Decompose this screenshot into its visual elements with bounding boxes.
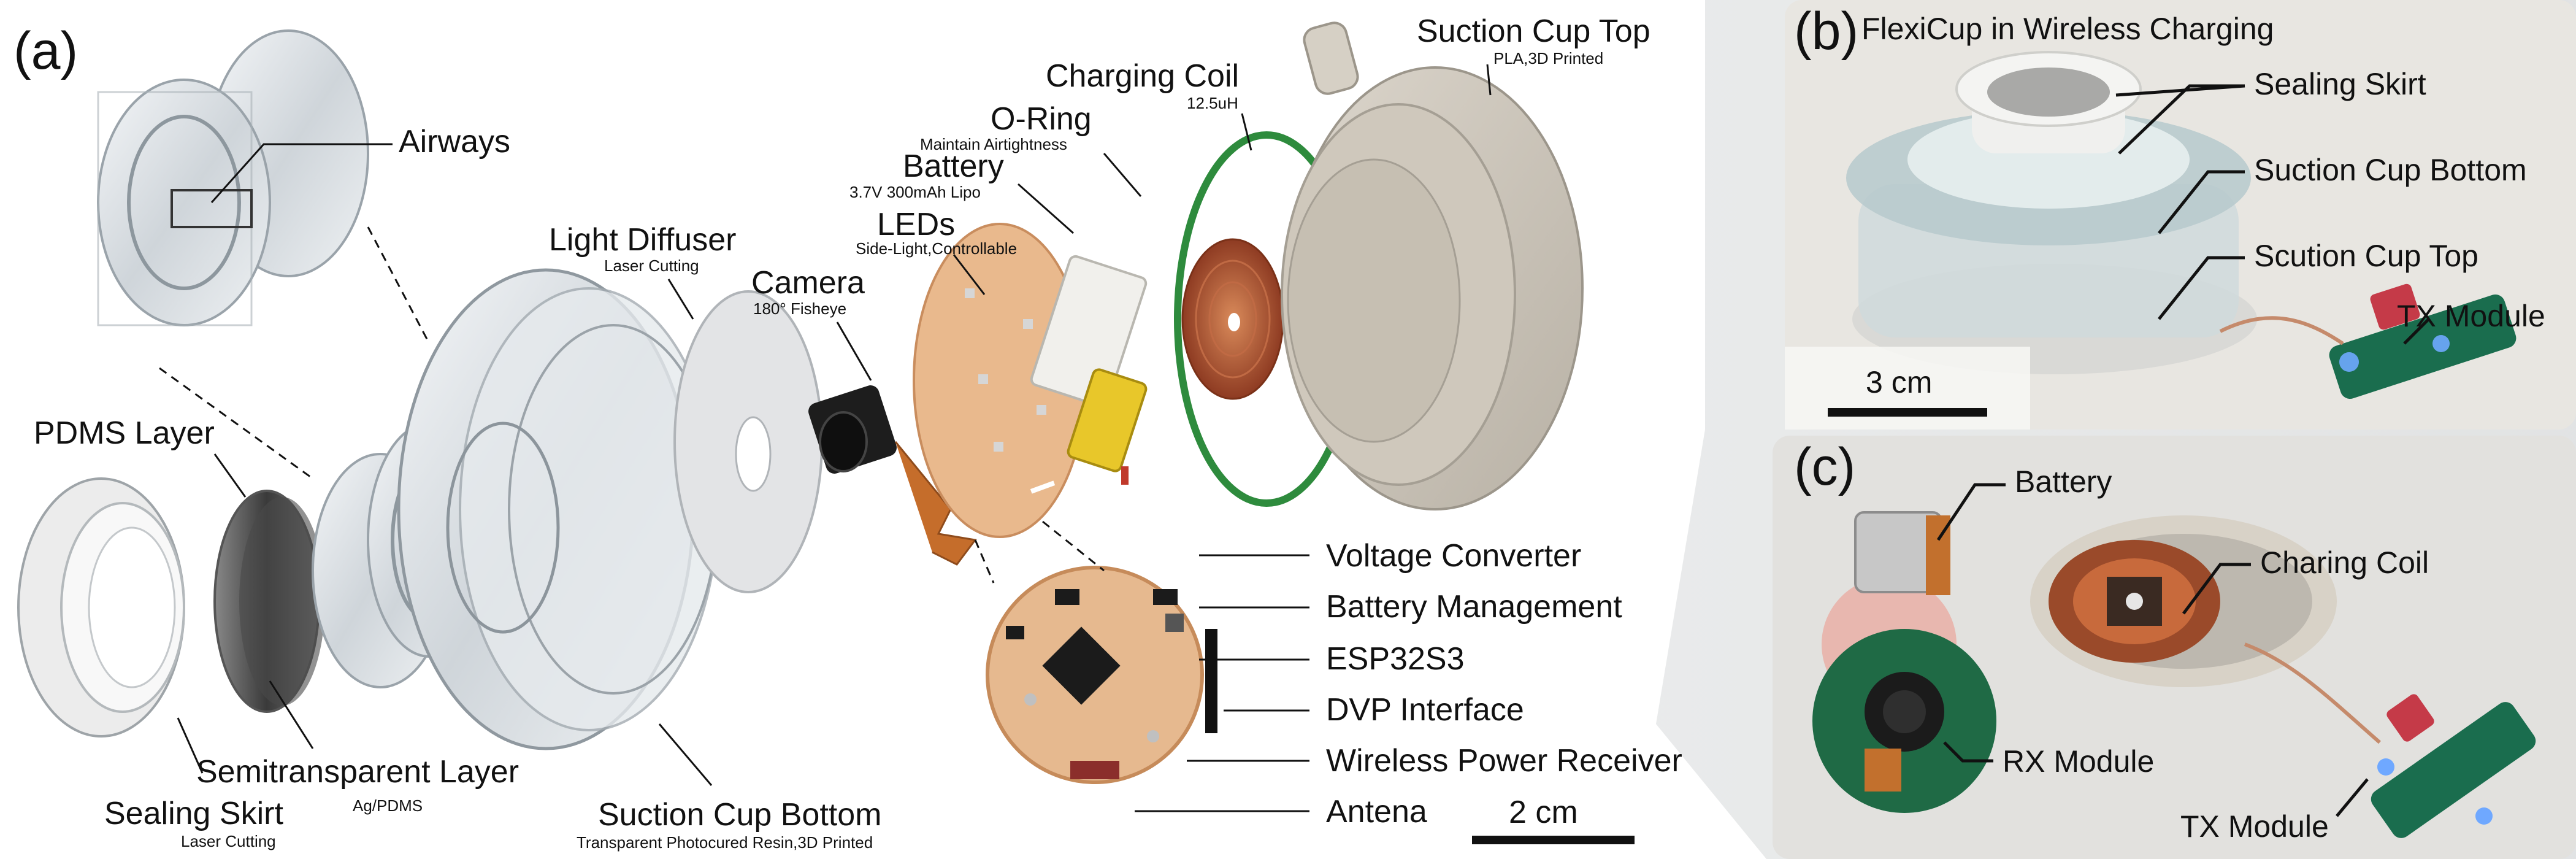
panel-letter-b: (b) — [1794, 2, 1859, 61]
label-c-tx-module: TX Module — [2180, 809, 2329, 844]
label-b-title: FlexiCup in Wireless Charging — [1861, 12, 2274, 46]
panel-letter-c: (c) — [1794, 437, 1856, 496]
photo-c — [1773, 436, 2576, 859]
label-c-charging-coil: Charing Coil — [2260, 545, 2429, 580]
label-leds: LEDs — [877, 207, 956, 242]
label-suction-cup-top-sub: PLA,3D Printed — [1493, 49, 1604, 67]
label-b-tx-module: TX Module — [2397, 299, 2545, 333]
label-b-sealing-skirt: Sealing Skirt — [2254, 67, 2426, 101]
label-sealing-skirt-sub: Laser Cutting — [181, 832, 276, 850]
label-battery-sub: 3.7V 300mAh Lipo — [849, 183, 981, 201]
label-camera: Camera — [751, 265, 865, 301]
label-c-battery: Battery — [2015, 464, 2112, 499]
panel-letter-a: (a) — [13, 21, 79, 80]
charging-coil-part — [1181, 238, 1284, 400]
scale-bar-a-label: 2 cm — [1509, 795, 1578, 830]
label-semitransparent-sub: Ag/PDMS — [353, 796, 423, 815]
scale-bar-a — [1472, 836, 1635, 844]
light-diffuser-part — [673, 290, 823, 593]
label-pdms-layer: PDMS Layer — [34, 415, 215, 451]
label-light-diffuser: Light Diffuser — [549, 222, 737, 258]
label-o-ring: O-Ring — [991, 101, 1092, 137]
scale-bar-b-label: 3 cm — [1866, 365, 1933, 399]
label-leds-sub: Side-Light,Controllable — [856, 239, 1018, 258]
suction-cup-top-part — [1281, 21, 1584, 510]
label-semitransparent-layer: Semitransparent Layer — [196, 754, 519, 790]
scale-bar-b — [1828, 408, 1987, 417]
label-airways: Airways — [399, 124, 511, 160]
label-voltage-converter: Voltage Converter — [1326, 538, 1582, 574]
callout-lines — [159, 64, 1492, 812]
label-battery-management: Battery Management — [1326, 589, 1622, 625]
label-camera-sub: 180° Fisheye — [753, 299, 847, 318]
label-charging-coil: Charging Coil — [1046, 58, 1240, 94]
label-o-ring-sub: Maintain Airtightness — [920, 135, 1067, 153]
battery-part — [1030, 255, 1148, 485]
label-c-rx-module: RX Module — [2003, 744, 2155, 779]
label-suction-cup-bottom: Suction Cup Bottom — [598, 797, 882, 833]
label-sealing-skirt: Sealing Skirt — [104, 796, 283, 831]
label-dvp-interface: DVP Interface — [1326, 692, 1524, 728]
suction-cup-bottom-part — [397, 268, 719, 750]
airways-part — [97, 29, 369, 326]
label-antena: Antena — [1326, 794, 1427, 830]
pcb-detail — [986, 566, 1217, 784]
label-b-suction-cup-bottom: Suction Cup Bottom — [2254, 153, 2527, 187]
label-suction-cup-top: Suction Cup Top — [1417, 13, 1650, 49]
pdms-layer-part — [213, 490, 325, 713]
label-charging-coil-sub: 12.5uH — [1187, 94, 1238, 112]
label-b-suction-cup-top: Scution Cup Top — [2254, 239, 2478, 273]
label-battery: Battery — [903, 148, 1004, 184]
photo-callouts — [1936, 84, 2430, 817]
label-esp32s3: ESP32S3 — [1326, 641, 1465, 677]
label-wireless-power-receiver: Wireless Power Receiver — [1326, 743, 1682, 779]
label-suction-cup-bottom-sub: Transparent Photocured Resin,3D Printed — [577, 833, 873, 852]
label-light-diffuser-sub: Laser Cutting — [604, 256, 699, 275]
sealing-skirt-part — [17, 477, 185, 738]
photo-b — [1785, 0, 2576, 430]
camera-part — [808, 385, 977, 566]
